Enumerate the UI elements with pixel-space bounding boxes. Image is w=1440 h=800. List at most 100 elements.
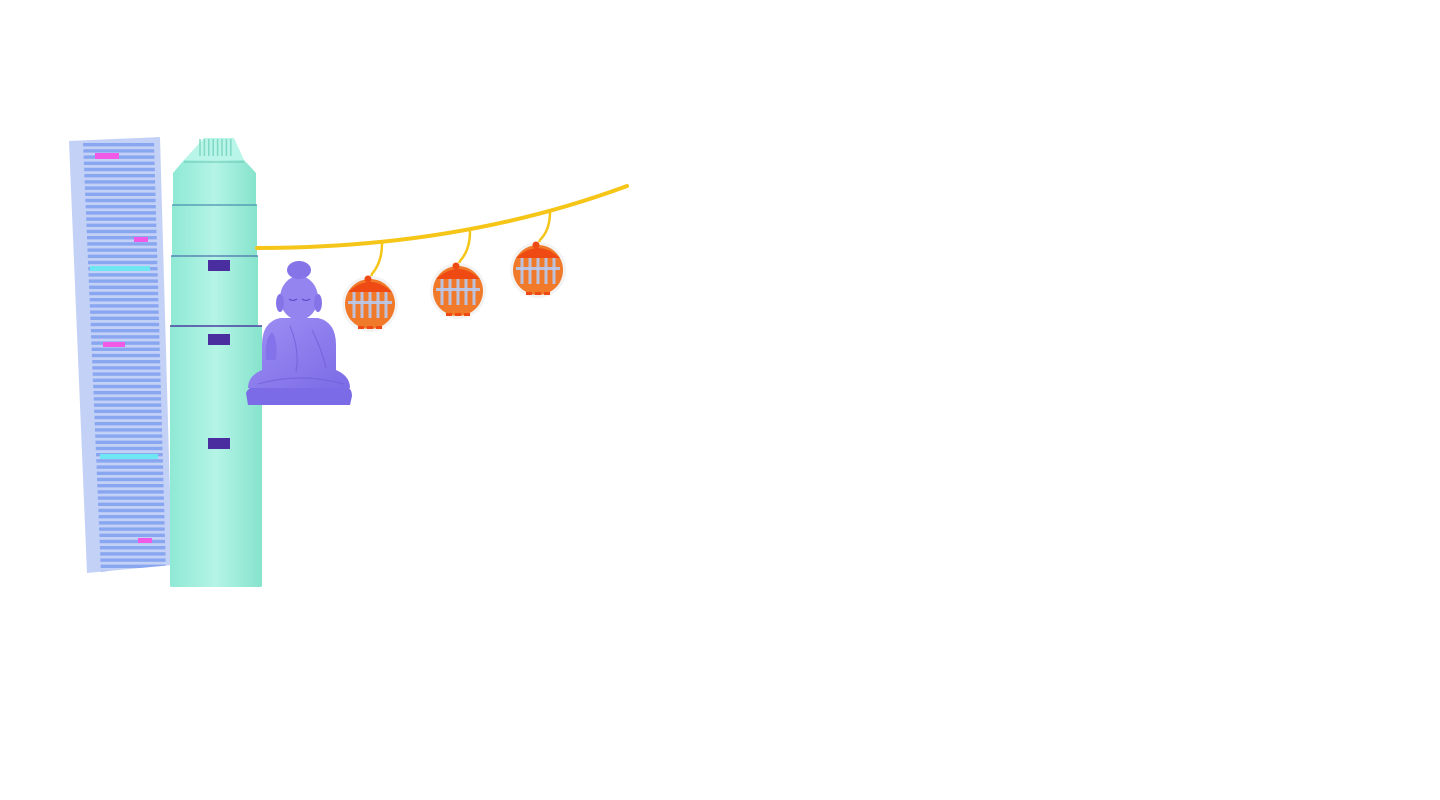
skyscraper-stripe: [88, 279, 158, 283]
skyscraper-stripe: [95, 440, 163, 444]
skyscraper-stripe: [86, 229, 157, 234]
skyscraper-light-pink: [103, 342, 125, 347]
skyscraper-stripe: [85, 198, 156, 203]
skyscraper-stripe: [97, 484, 164, 488]
skyscraper-stripe: [92, 372, 161, 376]
skyscraper-stripe: [87, 236, 157, 240]
skyscraper-stripe: [88, 260, 158, 265]
skyscraper-light-pink: [138, 538, 152, 543]
skyscraper-stripe: [94, 415, 162, 420]
tower-window: [208, 334, 230, 345]
skyscraper-stripe: [92, 366, 161, 370]
skyscraper-light-pink: [134, 237, 148, 242]
skyscraper-stripe: [98, 508, 165, 513]
cable-car-roof-knob: [364, 275, 372, 283]
skyscraper-stripe: [100, 570, 166, 573]
skyscraper-stripe: [92, 378, 161, 382]
skyscraper-stripe: [84, 186, 156, 190]
buddha-robe-fold: [257, 325, 345, 385]
skyscraper-stripe: [91, 353, 160, 358]
buddha-topknot: [287, 261, 311, 279]
mint-tower: [170, 138, 262, 587]
skyscraper-stripe: [100, 564, 166, 568]
skyscraper-stripe: [96, 459, 163, 463]
skyscraper-stripe: [86, 211, 156, 215]
skyscraper-stripe: [89, 285, 159, 289]
skyscraper-stripe: [90, 322, 160, 327]
skyscraper-stripe: [91, 335, 160, 339]
skyscraper-stripe: [94, 403, 162, 407]
tower-top-section: [173, 160, 256, 205]
cable-car-base-light: [446, 313, 452, 316]
buddha-ear: [314, 294, 322, 312]
cable-car: [510, 210, 566, 298]
cable-car-line: [255, 184, 629, 250]
skyscraper-stripe: [98, 521, 165, 525]
skyscraper-stripe: [84, 180, 156, 184]
skyscraper-stripe: [85, 205, 156, 209]
skyscraper-stripe: [98, 515, 165, 519]
skyscraper-stripe: [89, 304, 159, 308]
cable-car-window-rail: [348, 301, 392, 304]
cable-car-base-light: [358, 326, 364, 329]
skyscraper-stripe: [93, 384, 161, 389]
cable-car: [430, 230, 486, 319]
skyscraper-stripe: [97, 496, 164, 500]
buddha-eyes: [288, 298, 311, 302]
skyscraper-stripe: [92, 360, 161, 364]
cable-car-base-light: [455, 313, 461, 316]
cable-car-base-light: [464, 313, 470, 316]
cable-car-roof: [348, 282, 392, 292]
skyscraper-stripe: [87, 254, 158, 258]
skyscraper-stripe: [93, 397, 162, 401]
skyscraper-stripe: [99, 527, 165, 531]
skyscraper-stripe: [89, 291, 159, 296]
skyscraper-light-cyan: [100, 454, 158, 459]
tower-window: [208, 438, 230, 449]
skyscraper-stripe: [95, 434, 163, 438]
skyscraper-stripe: [86, 223, 157, 227]
skyscraper-stripe: [95, 428, 162, 432]
cable-car-hanger: [536, 210, 552, 248]
tower-crown: [184, 138, 244, 160]
skyscraper-stripe: [100, 558, 166, 562]
skyscraper-stripes: [83, 143, 166, 573]
cable: [255, 184, 629, 250]
tower-crown-fins: [199, 139, 232, 156]
skyscraper-light-pink: [95, 153, 119, 159]
skyscraper-stripe: [83, 143, 155, 147]
skyscraper-stripe: [86, 217, 157, 221]
seated-buddha: [246, 261, 352, 405]
skyscraper-stripe: [100, 552, 166, 556]
cable-car-base-light: [544, 292, 550, 295]
cable-car-base-light: [376, 326, 382, 329]
skyscraper-stripe: [91, 347, 160, 351]
cable-car-base-light: [526, 292, 532, 295]
cable-car: [342, 242, 398, 332]
skyscraper-stripe: [97, 477, 164, 482]
skyscraper-stripe: [83, 161, 155, 165]
skyscraper-stripe: [94, 409, 162, 413]
cable-car-window-rail: [436, 288, 480, 291]
skyscraper-stripe: [99, 546, 166, 550]
buddha-lotus-base: [246, 383, 352, 405]
skyscraper-stripe: [96, 471, 164, 475]
skyscraper-stripe: [83, 149, 155, 153]
skyscraper-stripe: [87, 248, 157, 252]
cable-car-base-light: [535, 292, 541, 295]
cable-car-roof: [516, 248, 560, 258]
skyscraper-stripe: [90, 310, 159, 314]
skyscraper-stripe: [84, 174, 155, 178]
skyscraper-stripe: [90, 329, 160, 333]
cable-car-roof: [436, 269, 480, 279]
skyscraper-stripe: [97, 490, 164, 494]
buddha-head: [280, 276, 318, 320]
skyscraper-stripe: [94, 422, 162, 426]
skyscraper-stripe: [99, 533, 165, 537]
cable-car-base-light: [367, 326, 373, 329]
skyscraper-stripe: [89, 298, 159, 302]
tower-window: [208, 260, 230, 271]
tower-section: [170, 326, 262, 587]
skyscraper-stripe: [99, 539, 166, 544]
